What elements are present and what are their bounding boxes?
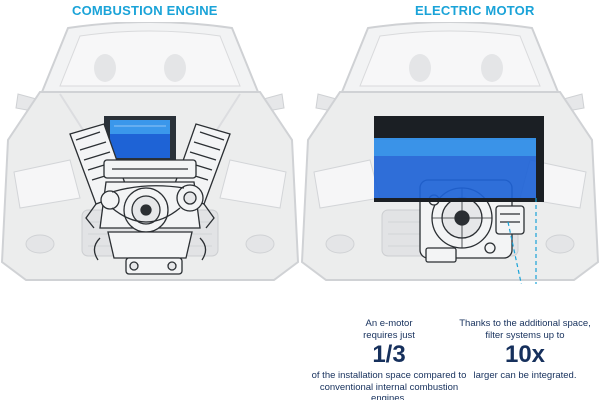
emotor-space-caption: An e-motor requires just 1/3 of the inst…	[303, 318, 475, 400]
caption-line: conventional internal combustion engines…	[319, 381, 459, 400]
caption-line: of the installation space compared to	[311, 370, 467, 381]
one-third-highlight: 1/3	[372, 341, 406, 368]
filter-size-caption: Thanks to the additional space, filter s…	[440, 318, 600, 382]
caption-line: requires just	[363, 329, 415, 341]
electric-motor-title: ELECTRIC MOTOR	[415, 3, 535, 18]
combustion-engine-drawing	[69, 123, 231, 275]
combustion-car-illustration	[0, 22, 300, 284]
ten-x-highlight: 10x	[504, 341, 546, 368]
caption-line: Thanks to the additional space,	[459, 318, 591, 329]
caption-line: An e-motor	[365, 318, 413, 329]
callout-dashed-lines	[507, 198, 537, 284]
electric-car-illustration	[300, 22, 600, 284]
caption-line: filter systems up to	[485, 329, 565, 341]
small-air-filter	[104, 116, 176, 162]
large-air-filter	[374, 116, 544, 202]
combustion-engine-title: COMBUSTION ENGINE	[72, 3, 218, 18]
caption-line: larger can be integrated.	[473, 370, 577, 381]
